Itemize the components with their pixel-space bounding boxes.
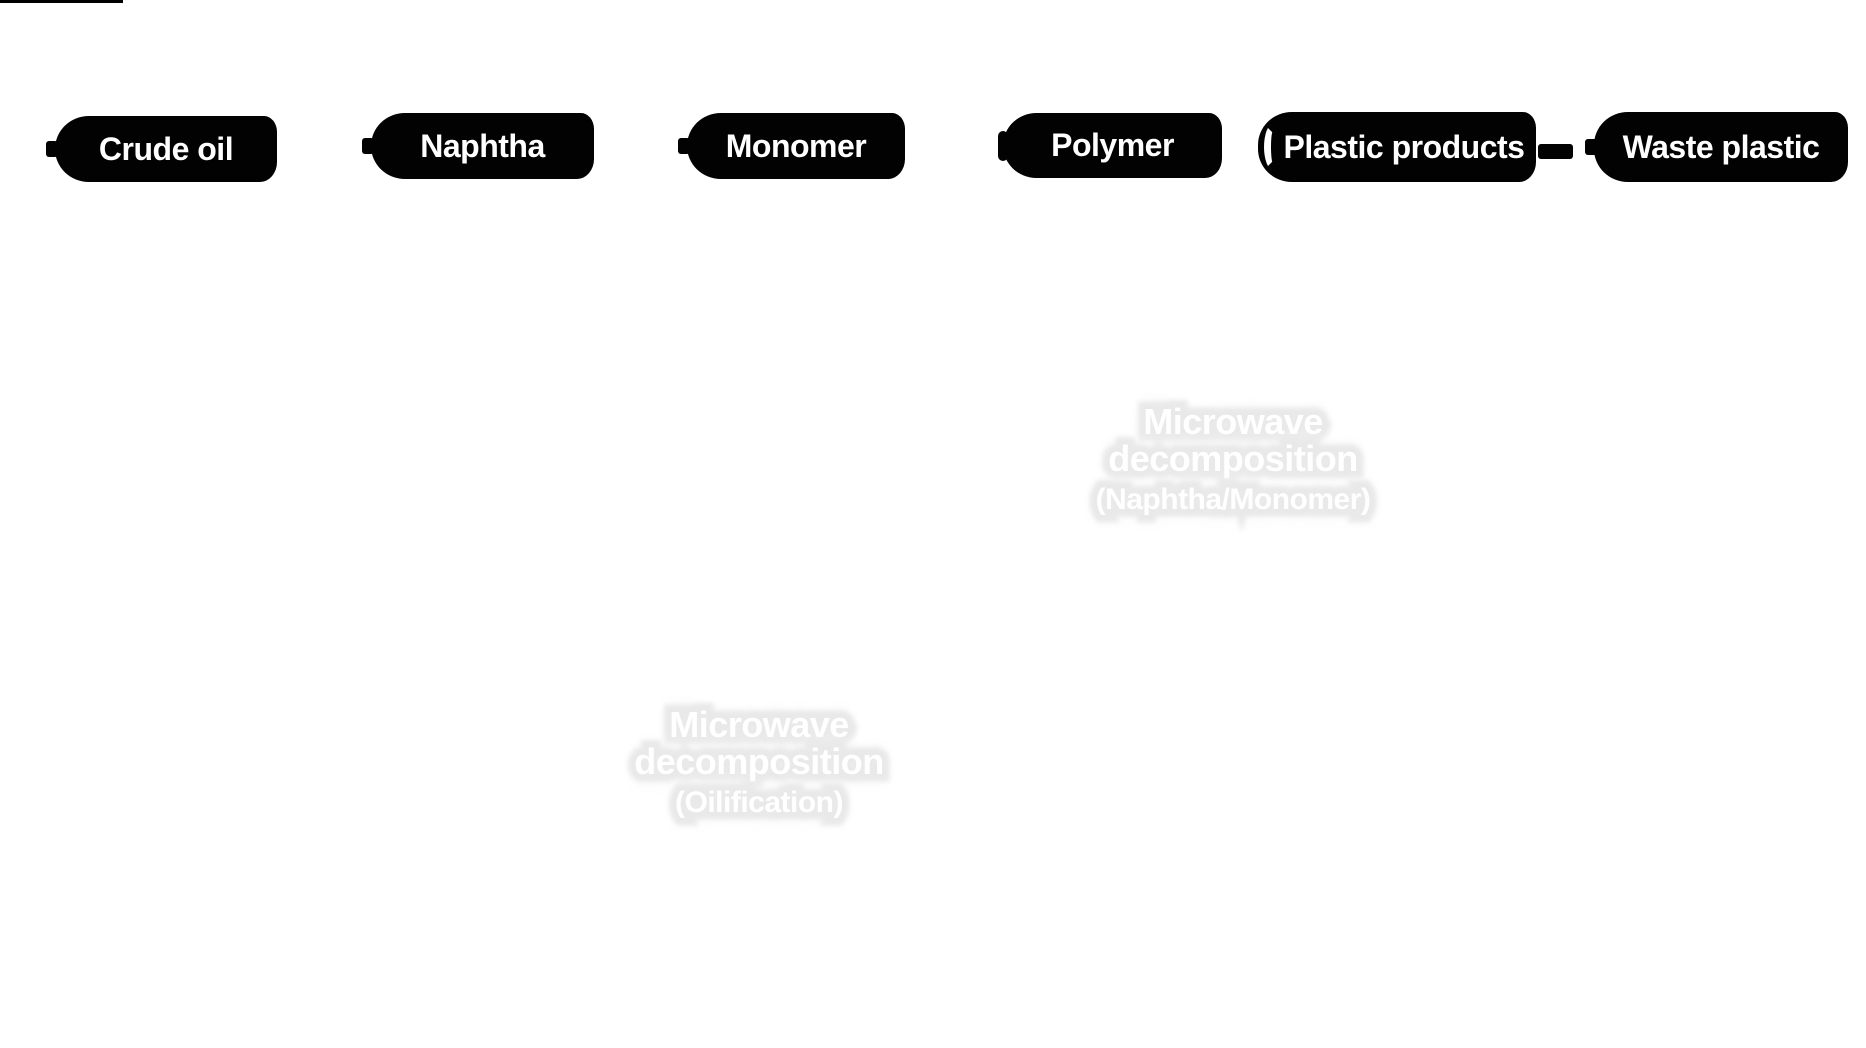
connector-nub-icon [362,138,374,154]
flow-dash-connector [1538,144,1573,159]
stage-pill-plastic-products: Plastic products [1258,112,1536,182]
connector-nub-icon [1585,139,1597,155]
process-note-line2: decomposition [539,743,979,780]
stage-pill-monomer: Monomer [678,113,905,179]
process-note-line1: Microwave [539,706,979,743]
cropped-top-bar [0,0,123,3]
stage-label-monomer: Monomer [725,127,867,164]
stage-label-plastic-products: Plastic products [1283,128,1525,165]
connector-nub-icon [998,130,1008,161]
stage-pill-polymer: Polymer [998,113,1222,178]
stage-label-crude-oil: Crude oil [98,130,234,167]
stage-pill-waste-plastic: Waste plastic [1585,112,1848,182]
stage-pill-naphtha: Naphtha [362,113,594,179]
stage-label-waste-plastic: Waste plastic [1622,128,1820,165]
connector-nub-icon [678,138,690,154]
connector-nub-icon [46,141,58,157]
process-note-line2: decomposition [1013,440,1453,477]
process-note-line3: (Naphtha/Monomer) [1013,484,1453,516]
left-parenthesis-icon [1264,124,1282,170]
process-note-naphtha-monomer: Microwave decomposition (Naphtha/Monomer… [1013,403,1453,516]
stage-label-naphtha: Naphtha [420,127,545,164]
process-note-line1: Microwave [1013,403,1453,440]
process-note-oilification: Microwave decomposition (Oilification) [539,706,979,819]
stage-label-polymer: Polymer [1051,127,1174,163]
process-note-line3: (Oilification) [539,787,979,819]
stage-pill-crude-oil: Crude oil [46,116,277,182]
